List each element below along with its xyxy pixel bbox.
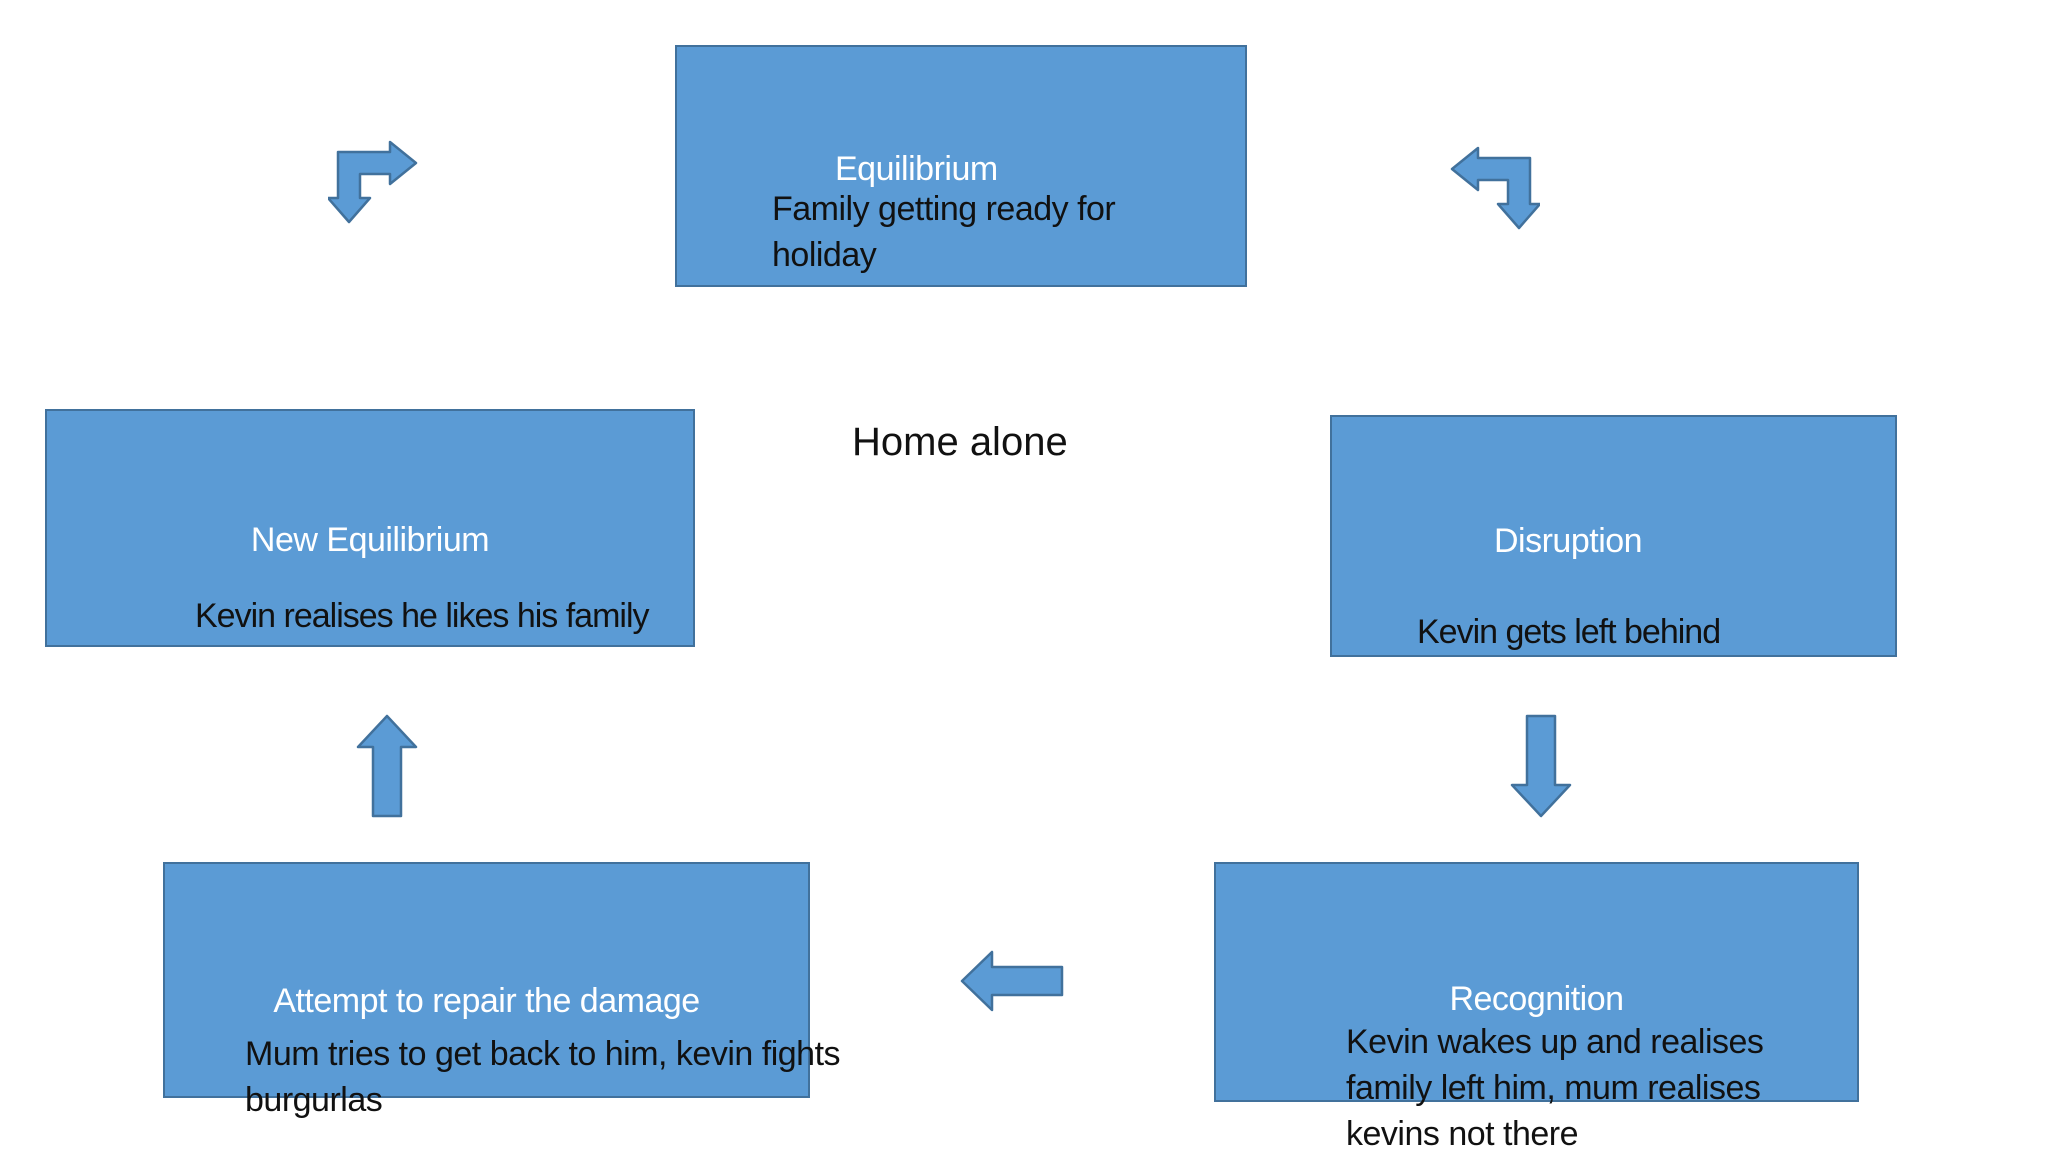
down-arrow-icon: [1510, 714, 1572, 818]
left-arrow-icon: [960, 950, 1064, 1012]
diagram-center-label: Home alone: [852, 420, 1068, 464]
node-attempt-to-repair-title: Attempt to repair the damage: [273, 982, 700, 1020]
node-attempt-to-repair: Attempt to repair the damage Mum tries t…: [163, 862, 841, 1119]
node-new-equilibrium-title: New Equilibrium: [250, 521, 490, 559]
node-equilibrium: Equilibrium Family getting ready for hol…: [675, 45, 1247, 287]
node-disruption-title: Disruption: [1494, 522, 1643, 560]
node-new-equilibrium-body: Kevin realises he likes his family: [195, 597, 650, 635]
node-equilibrium-title: Equilibrium: [835, 150, 998, 188]
node-equilibrium-body: Family getting ready for holiday: [772, 190, 1116, 274]
node-disruption-body: Kevin gets left behind: [1417, 613, 1721, 651]
node-new-equilibrium: New Equilibrium Kevin realises he likes …: [45, 409, 695, 647]
node-recognition-body: Kevin wakes up and realises family left …: [1346, 1023, 1764, 1152]
node-recognition: Recognition Kevin wakes up and realises …: [1214, 862, 1859, 1152]
node-recognition-title: Recognition: [1449, 980, 1624, 1018]
up-arrow-icon: [356, 714, 418, 818]
bent-arrow-right-down-icon: [328, 140, 418, 224]
node-attempt-to-repair-body: Mum tries to get back to him, kevin figh…: [245, 1035, 841, 1119]
bent-arrow-left-down-icon: [1450, 146, 1540, 230]
node-disruption: Disruption Kevin gets left behind: [1330, 415, 1897, 657]
